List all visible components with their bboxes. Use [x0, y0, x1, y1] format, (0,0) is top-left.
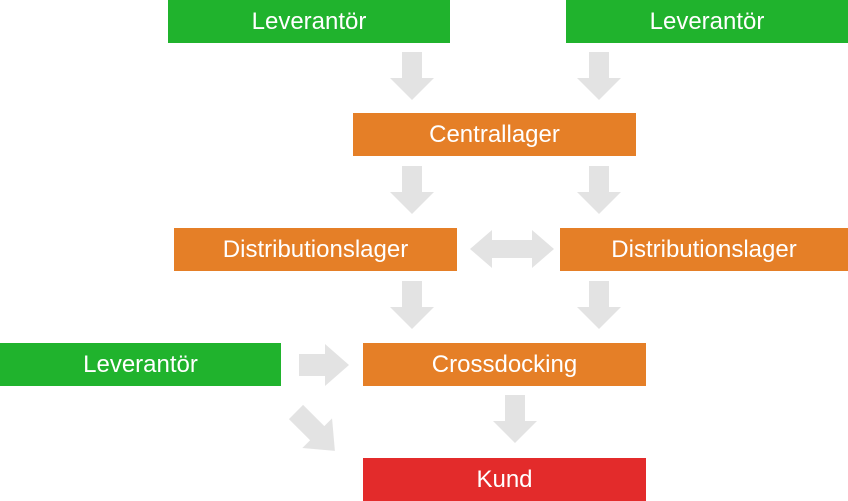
arrow-distribution-left-to-crossdocking [390, 281, 434, 329]
arrow-crossdocking-to-customer [493, 395, 537, 443]
supplier-box-top-left: Leverantör [168, 0, 450, 43]
arrow-distribution-bidirectional [470, 230, 554, 268]
crossdocking-box: Crossdocking [363, 343, 646, 386]
arrow-supplier-to-crossdocking [299, 344, 349, 386]
distribution-warehouse-box-left: Distributionslager [174, 228, 457, 271]
arrow-supplier-right-to-central [577, 52, 621, 100]
arrow-central-to-distribution-left [390, 166, 434, 214]
distribution-warehouse-box-right: Distributionslager [560, 228, 848, 271]
customer-box: Kund [363, 458, 646, 501]
supplier-box-left: Leverantör [0, 343, 281, 386]
central-warehouse-box: Centrallager [353, 113, 636, 156]
arrow-supplier-to-customer [288, 404, 335, 451]
arrow-supplier-left-to-central [390, 52, 434, 100]
arrow-distribution-right-to-crossdocking [577, 281, 621, 329]
supplier-box-top-right: Leverantör [566, 0, 848, 43]
arrow-central-to-distribution-right [577, 166, 621, 214]
